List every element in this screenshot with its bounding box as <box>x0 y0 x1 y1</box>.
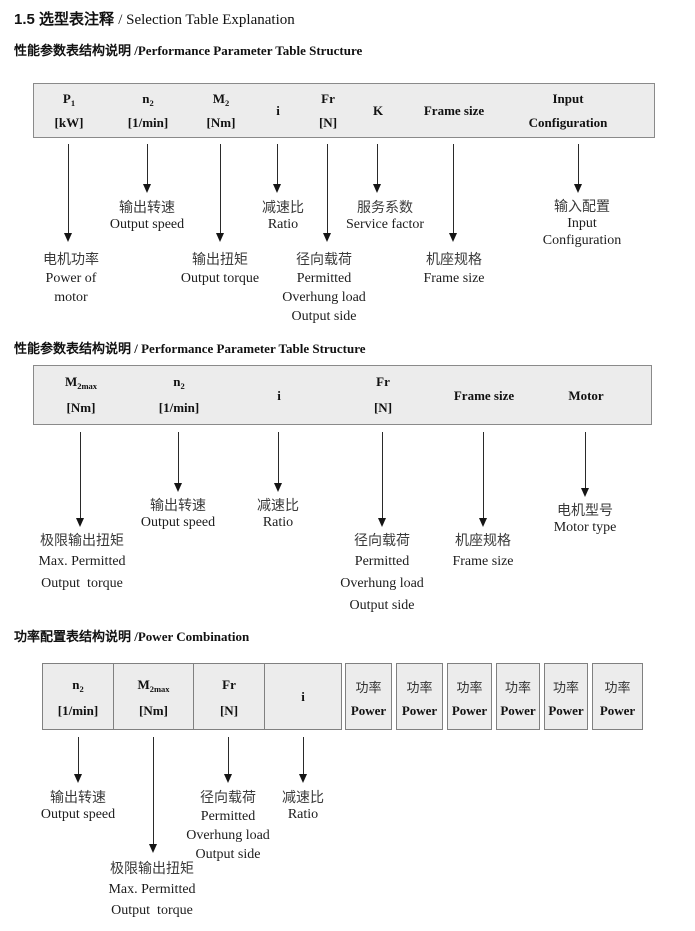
arrow-s2-frame-size <box>479 432 487 527</box>
t3-col-m2max: M2max[Nm] <box>113 663 194 730</box>
table2-performance-header: M2max[Nm] n2[1/min] i Fr[N] Frame size M… <box>33 365 652 425</box>
arrow-s3-m2max <box>149 737 157 853</box>
arrow-s1-input <box>574 144 582 193</box>
t3-col-fr: Fr[N] <box>193 663 265 730</box>
arrow-s2-fr <box>378 432 386 527</box>
arrow-s2-n2 <box>174 432 182 492</box>
page-title-cn: 1.5 选型表注释 <box>14 11 119 28</box>
arrow-s3-fr <box>224 737 232 783</box>
arrow-s1-i <box>273 144 281 193</box>
arrow-s1-n2 <box>143 144 151 193</box>
t3-col-i: i <box>264 663 342 730</box>
t3-col-n2: n2[1/min] <box>42 663 114 730</box>
arrow-s1-fr <box>323 144 331 242</box>
arrow-s3-n2 <box>74 737 82 783</box>
arrow-s3-i <box>299 737 307 783</box>
section3-heading: 功率配置表结构说明 /Power Combination <box>14 629 250 644</box>
arrow-s2-i <box>274 432 282 492</box>
arrow-s1-p1 <box>64 144 72 242</box>
arrow-s2-m2max <box>76 432 84 527</box>
arrow-s1-frame-size <box>449 144 457 242</box>
arrow-s2-motor <box>581 432 589 497</box>
section1-heading: 性能参数表结构说明 /Performance Parameter Table S… <box>14 43 363 58</box>
section2-heading: 性能参数表结构说明 / Performance Parameter Table … <box>14 341 366 356</box>
page-title: 1.5 选型表注释 / Selection Table Explanation <box>14 8 295 29</box>
arrow-s1-k <box>373 144 381 193</box>
page-title-en: / Selection Table Explanation <box>118 12 295 28</box>
table1-performance-header: P1[kW] n2[1/min] M2[Nm] i Fr[N] K Frame … <box>33 83 655 138</box>
arrow-s1-m2 <box>216 144 224 242</box>
